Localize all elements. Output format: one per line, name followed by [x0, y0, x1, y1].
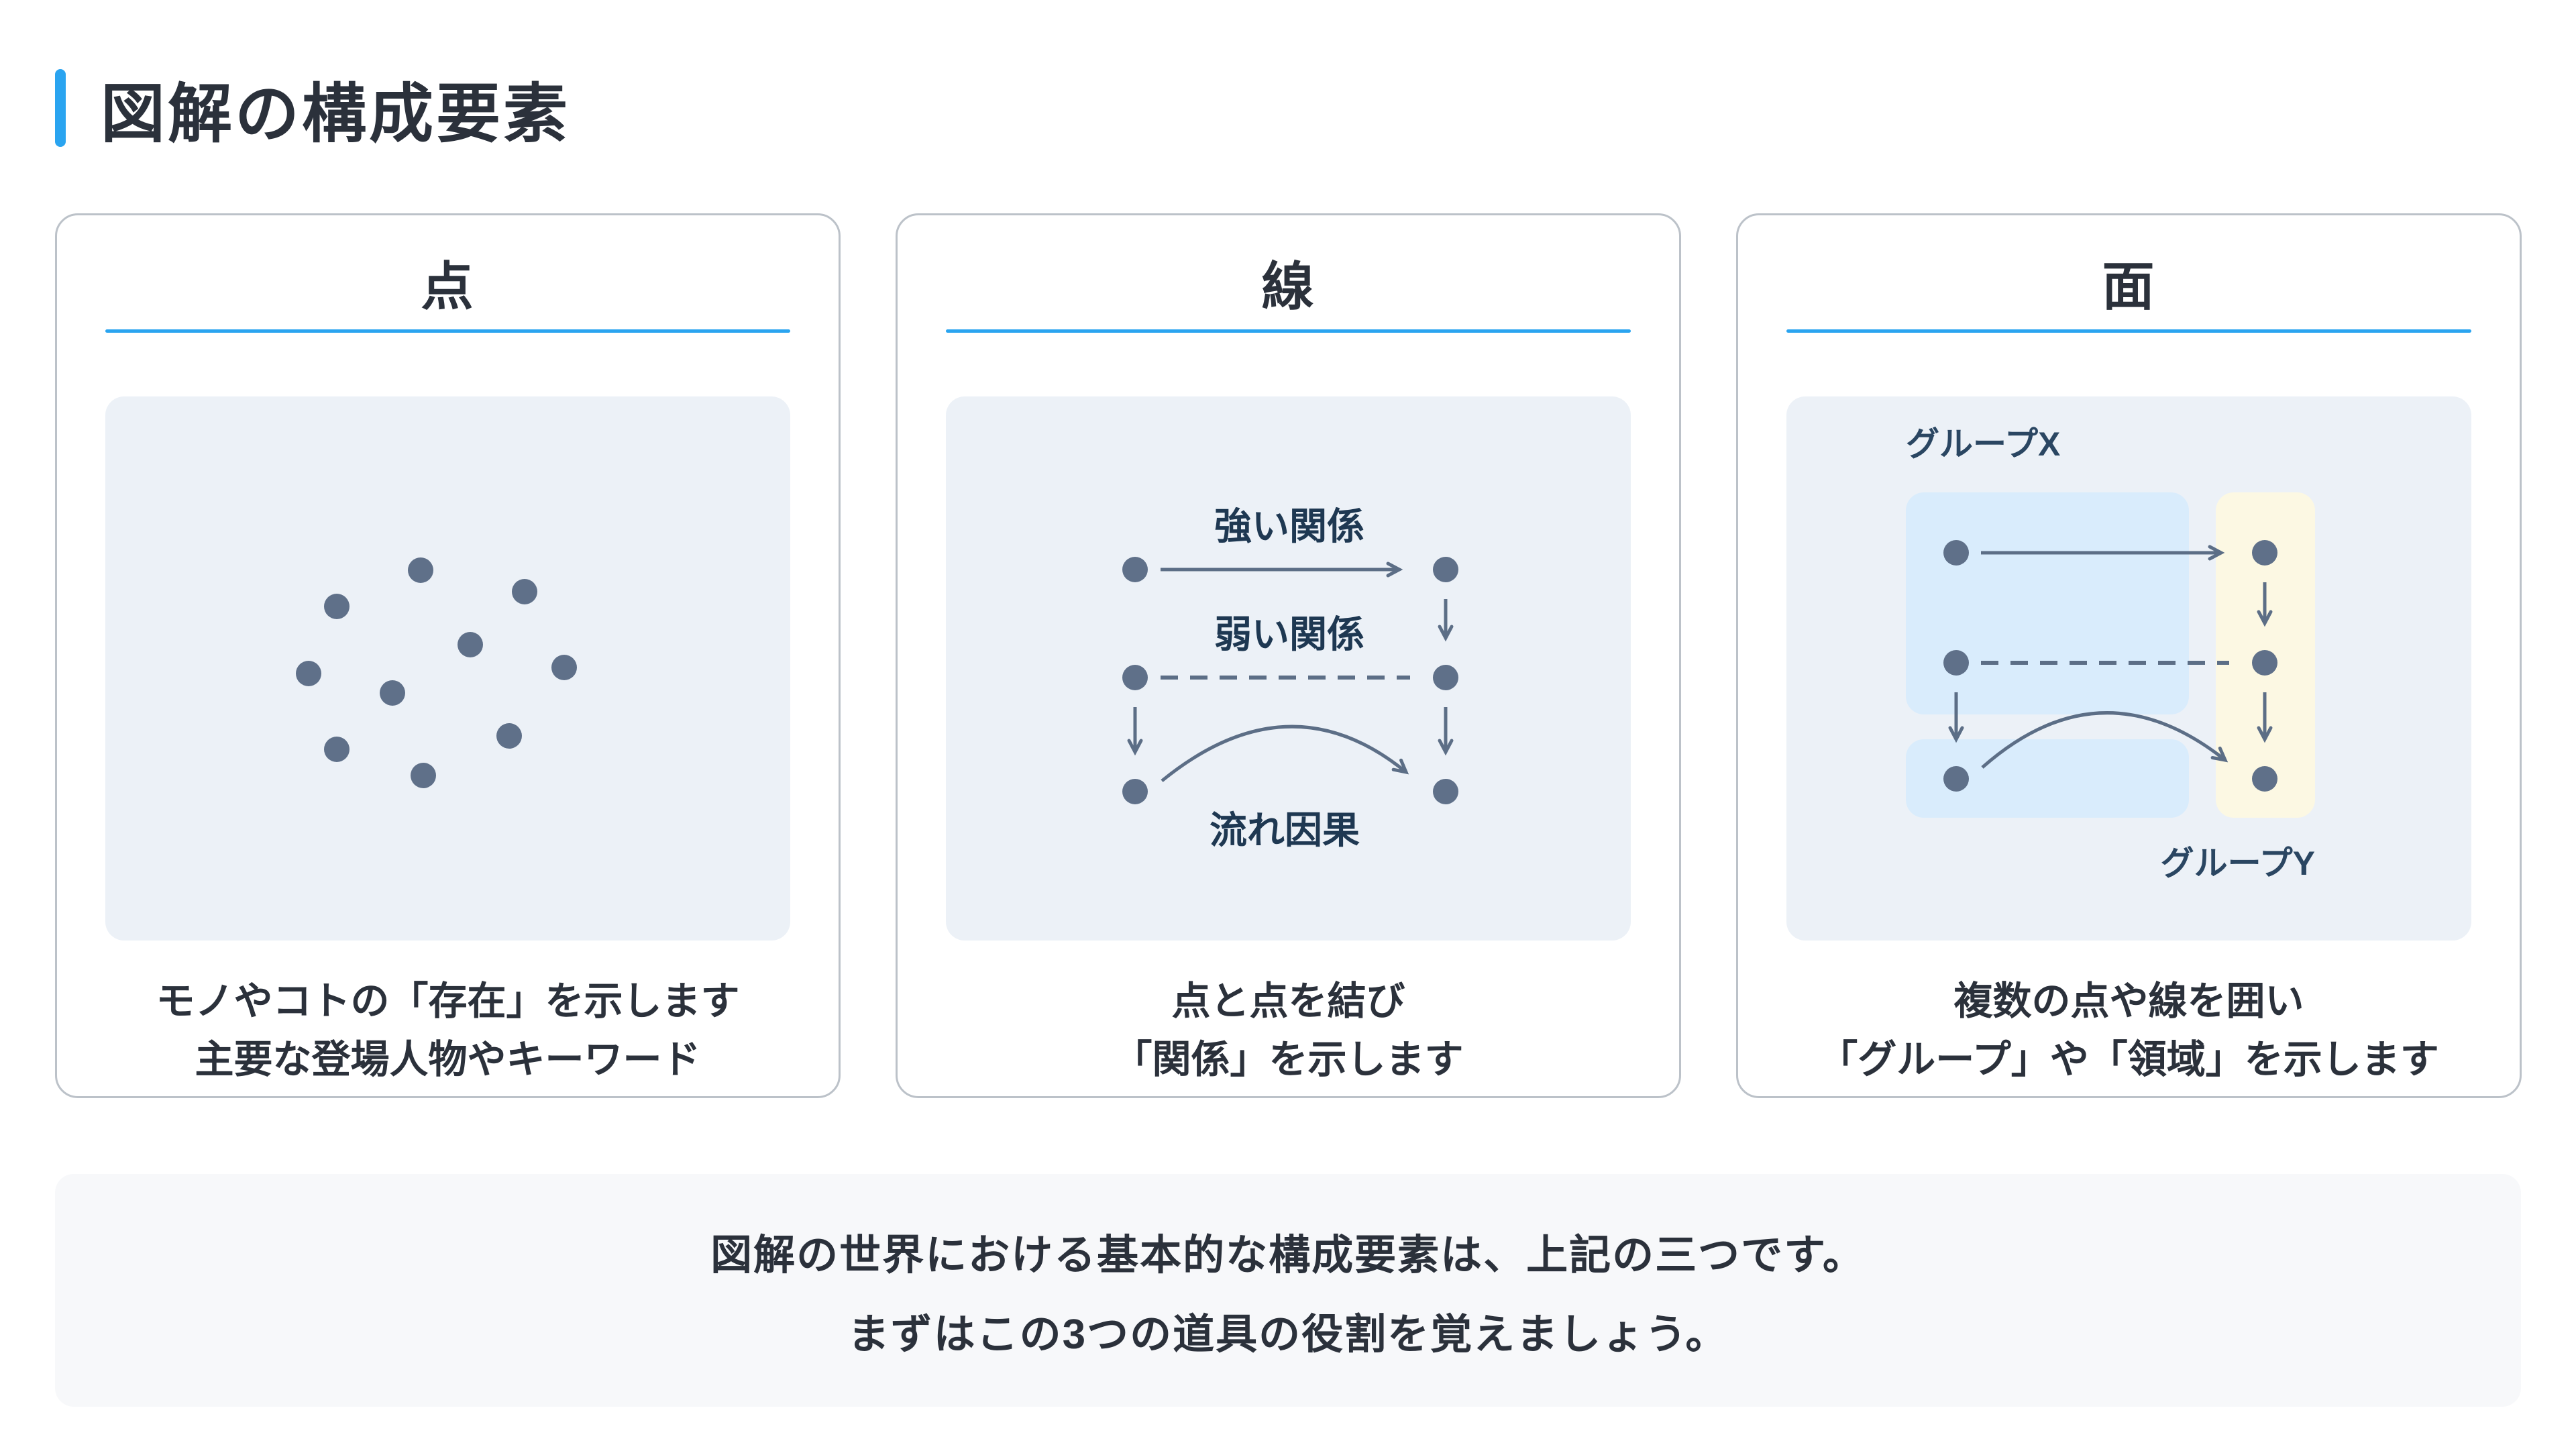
summary-line-1: 図解の世界における基本的な構成要素は、上記の三つです。 [710, 1232, 1866, 1279]
scatter-dot [496, 723, 522, 749]
page-title: 図解の構成要素 [101, 78, 570, 150]
caption-line: 「グループ」や「領域」を示します [1819, 1038, 2439, 1081]
scatter-dot [324, 594, 350, 619]
scatter-dots-figure [296, 557, 577, 788]
card-line-caption: 点と点を結び 「関係」を示します [898, 972, 1679, 1089]
caption-line: 「関係」を示します [1113, 1038, 1464, 1081]
group-x-region [1906, 492, 2189, 714]
card-line-panel: 強い関係 弱い関係 流れ因果 [946, 396, 1631, 941]
page-header: 図解の構成要素 [55, 64, 570, 152]
node-dot [2252, 540, 2277, 566]
card-point-panel [105, 396, 790, 941]
card-line-title: 線 [1261, 257, 1316, 316]
title-accent-bar [55, 69, 66, 147]
flow-curve-arrow [1161, 724, 1409, 782]
node-dot [1122, 779, 1148, 804]
group-y-label: グループY [2161, 845, 2315, 882]
strong-relation-label: 強い関係 [1214, 505, 1364, 547]
scatter-dot [324, 737, 350, 762]
card-point-title: 点 [421, 257, 475, 316]
node-dot [1122, 665, 1148, 690]
caption-line: 複数の点や線を囲い [1953, 979, 2304, 1023]
scatter-dot [512, 579, 537, 604]
scatter-dot [380, 680, 405, 706]
caption-line: 主要な登場人物やキーワード [195, 1038, 701, 1081]
card-area-title: 面 [2102, 257, 2156, 316]
node-dot [1943, 540, 1969, 566]
caption-line: 点と点を結び [1171, 979, 1405, 1023]
flow-curve-arrow [1981, 711, 2229, 769]
weak-relation-label: 弱い関係 [1214, 613, 1364, 655]
card-point-underline [105, 329, 790, 333]
card-area-panel: グループX グループY [1786, 396, 2471, 941]
node-dot [1433, 557, 1458, 582]
node-dot [1433, 665, 1458, 690]
group-x-region-2 [1906, 739, 2189, 818]
node-dot [1943, 766, 1969, 792]
scatter-dot [411, 763, 436, 788]
flow-cause-label: 流れ因果 [1210, 809, 1360, 851]
caption-line: モノやコトの「存在」を示します [156, 979, 740, 1023]
node-dot [1943, 650, 1969, 676]
scatter-dot [408, 557, 433, 583]
summary-line-2: まずはこの3つの道具の役割を覚えましょう。 [847, 1311, 1729, 1358]
scatter-dot [458, 632, 483, 657]
card-point: 点 モノやコトの「存在」を示します 主要な登場人物やキーワード [55, 213, 841, 1098]
scatter-dot [551, 655, 577, 680]
group-x-label: グループX [1906, 425, 2060, 463]
card-point-caption: モノやコトの「存在」を示します 主要な登場人物やキーワード [57, 972, 839, 1089]
node-dot [1433, 779, 1458, 804]
summary-note: 図解の世界における基本的な構成要素は、上記の三つです。 まずはこの3つの道具の役… [55, 1174, 2521, 1407]
node-dot [1122, 557, 1148, 582]
dots-canvas [296, 557, 577, 788]
node-dot [2252, 766, 2277, 792]
card-area: 面 グループX グループY [1736, 213, 2522, 1098]
scatter-dot [296, 661, 321, 686]
card-line-underline [946, 329, 1631, 333]
card-area-underline [1786, 329, 2471, 333]
card-area-caption: 複数の点や線を囲い 「グループ」や「領域」を示します [1738, 972, 2520, 1089]
node-dot [2252, 650, 2277, 676]
cards-row: 点 モノやコトの「存在」を示します 主要な登場人物やキーワード 線 強い関係 [55, 213, 2522, 1098]
card-line: 線 強い関係 弱い関係 流れ因果 [896, 213, 1681, 1098]
line-relations-figure: 強い関係 弱い関係 流れ因果 [1122, 505, 1458, 851]
groups-figure: グループX グループY [1906, 425, 2315, 882]
